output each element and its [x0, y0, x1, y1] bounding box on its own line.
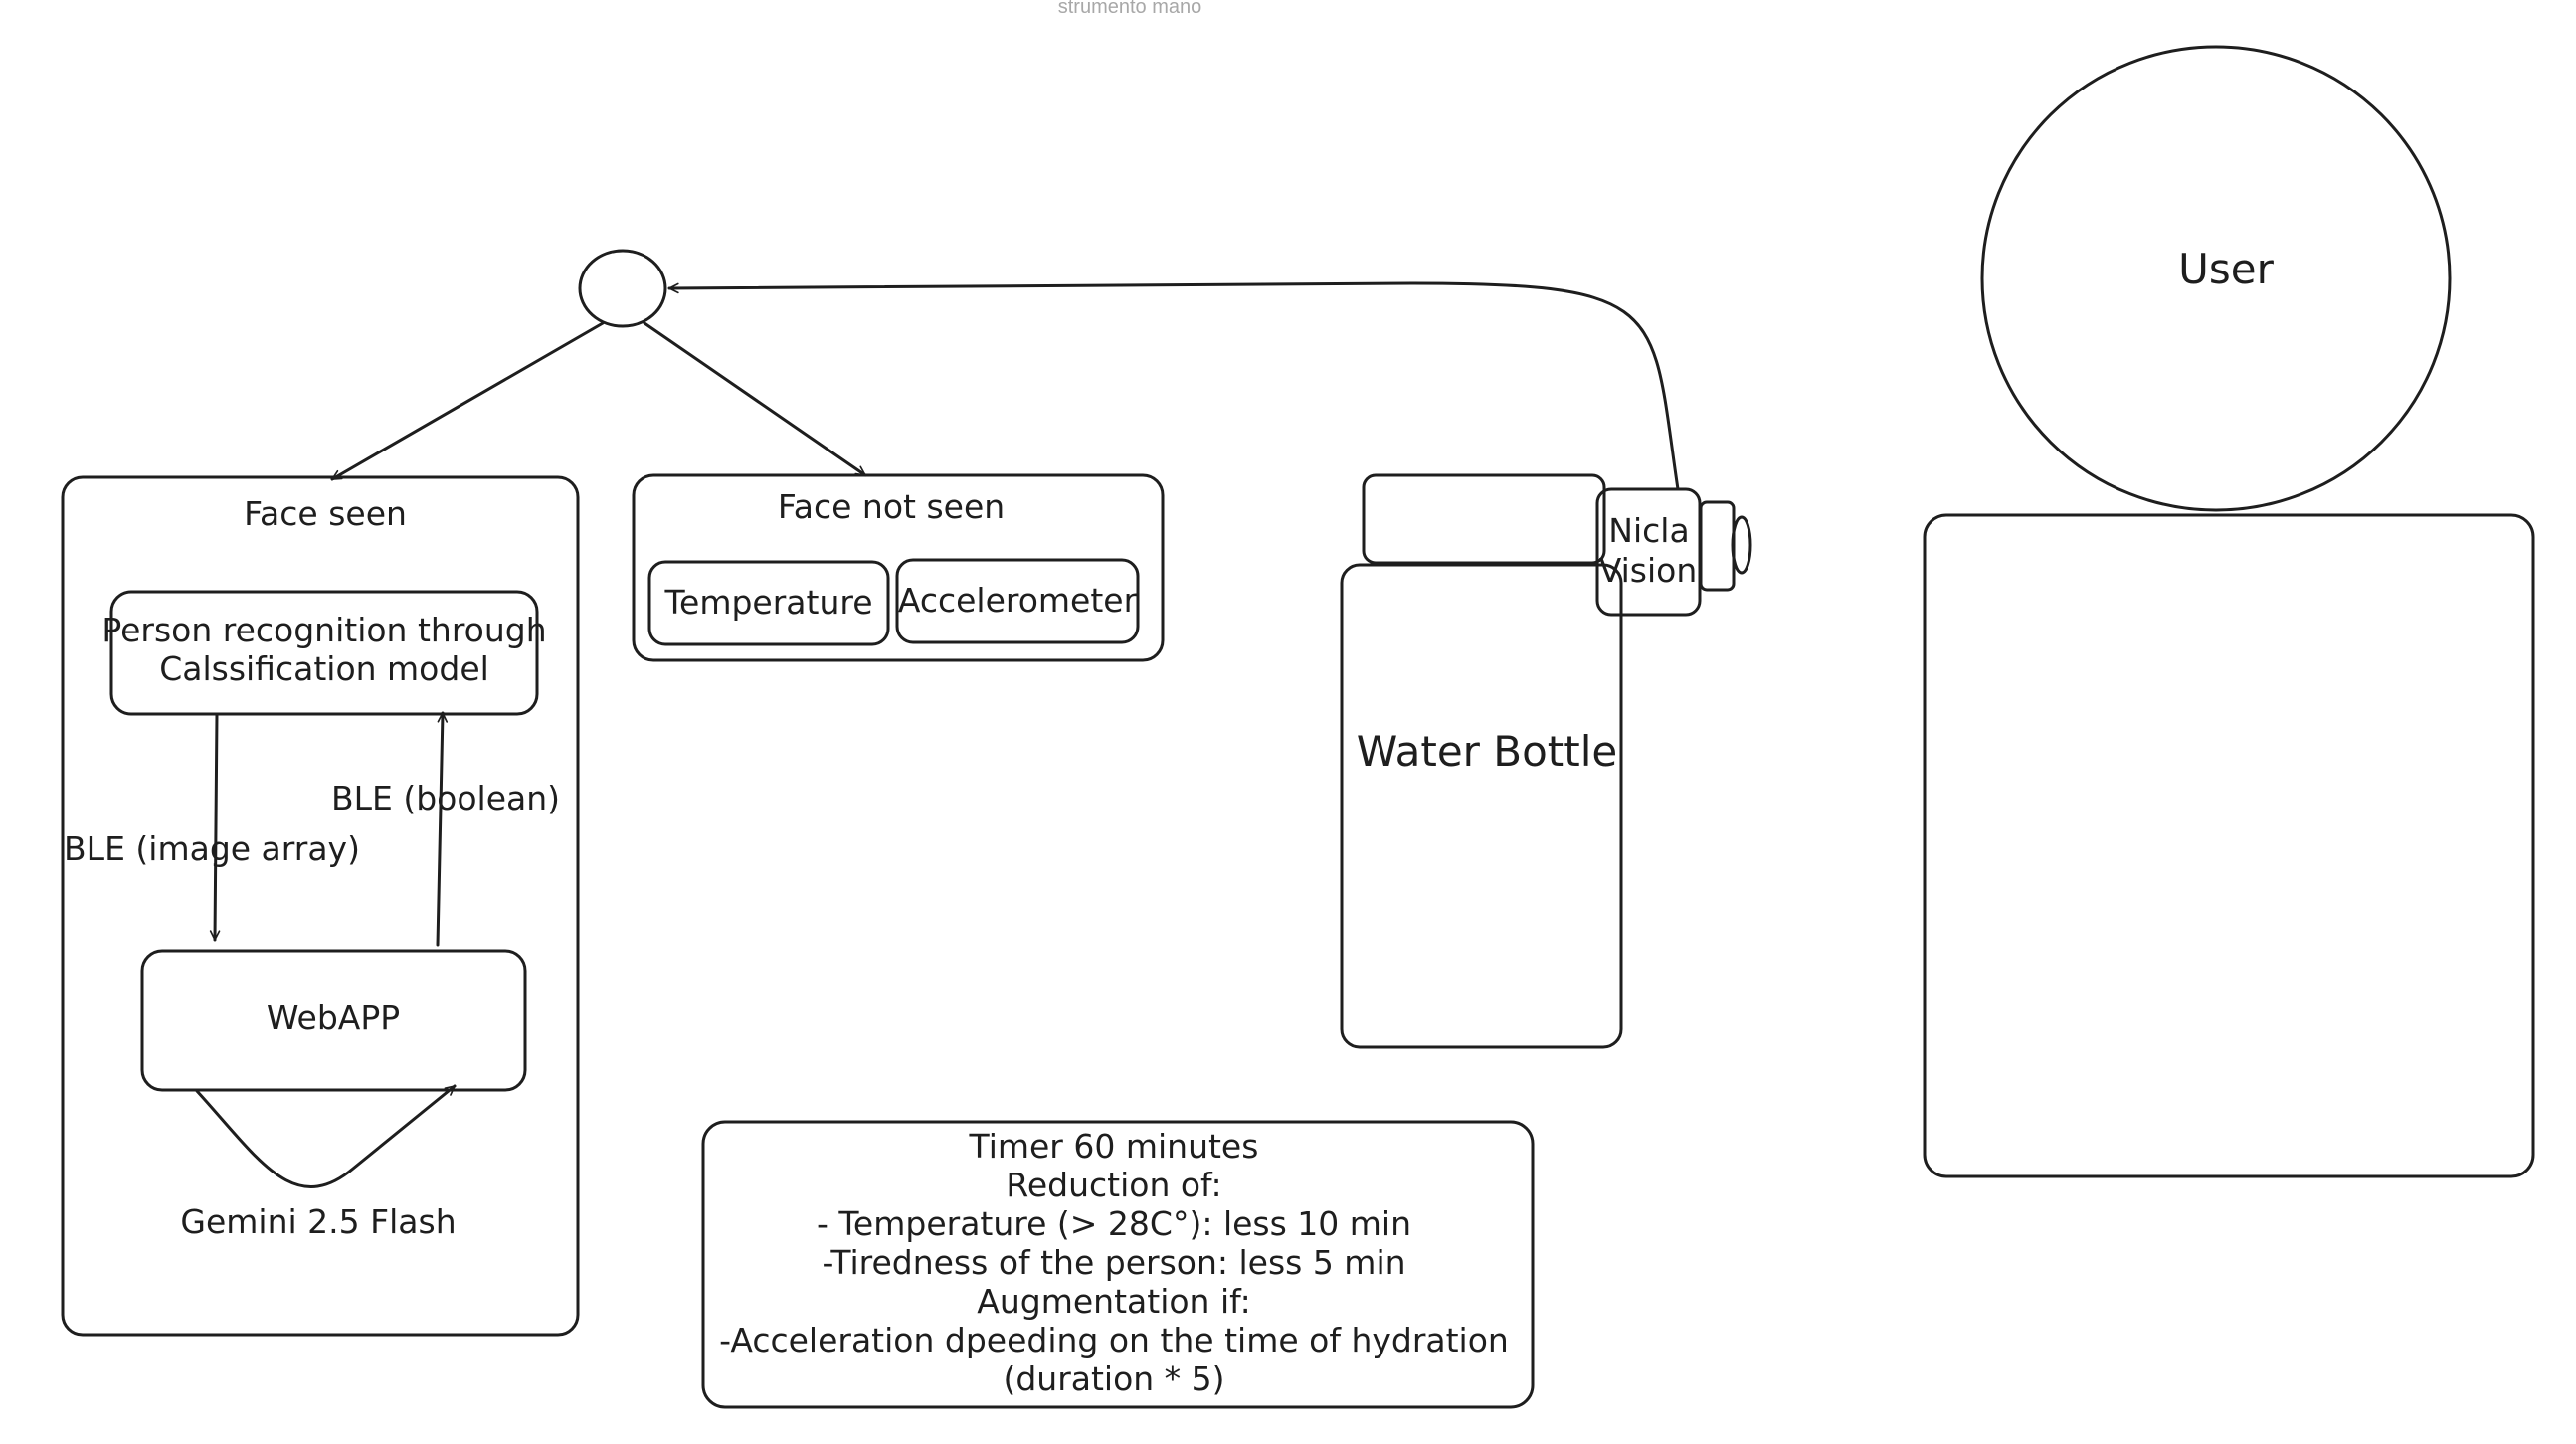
timer-line: Timer 60 minutes — [969, 1127, 1259, 1166]
temperature-box[interactable] — [647, 560, 890, 646]
recognition-box[interactable] — [109, 590, 539, 716]
webapp-box[interactable] — [140, 949, 527, 1092]
timer-note-box[interactable] — [701, 1120, 1535, 1409]
ble-boolean-label: BLE (boolean) — [330, 779, 561, 817]
timer-line: - Temperature (> 28C°): less 10 min — [816, 1204, 1411, 1243]
timer-line: Augmentation if: — [977, 1282, 1251, 1321]
arrow-to-face-not-seen[interactable] — [643, 321, 867, 477]
face-not-seen-box[interactable] — [632, 473, 1165, 662]
decision-node[interactable] — [578, 249, 667, 328]
arrow-ble-boolean[interactable] — [436, 711, 449, 947]
face-seen-title: Face seen — [244, 494, 407, 533]
timer-line: Reduction of: — [1006, 1166, 1222, 1204]
recognition-line-2: Calssification model — [159, 649, 489, 688]
recognition-line-1: Person recognition through — [101, 611, 547, 649]
timer-line: -Acceleration dpeeding on the time of hy… — [719, 1321, 1509, 1359]
accelerometer-label: Accelerometer — [897, 581, 1138, 620]
gemini-label: Gemini 2.5 Flash — [180, 1202, 457, 1241]
nicla-camera-lens[interactable] — [1731, 515, 1752, 575]
arrow-ble-image[interactable] — [209, 712, 221, 942]
tool-hint: strumento mano — [1057, 0, 1202, 18]
bottle-cap[interactable] — [1362, 473, 1606, 565]
timer-line: -Tiredness of the person: less 5 min — [822, 1243, 1406, 1282]
face-seen-box[interactable] — [61, 475, 580, 1337]
timer-line: (duration * 5) — [1003, 1359, 1225, 1398]
bottle-body[interactable] — [1340, 563, 1623, 1049]
nicla-camera-mount[interactable] — [1699, 500, 1736, 592]
water-bottle-label: Water Bottle — [1356, 727, 1618, 776]
user-body[interactable] — [1923, 513, 2535, 1178]
nicla-line-2: Vision — [1598, 551, 1698, 590]
ble-image-label: BLE (image array) — [64, 829, 360, 868]
temperature-label: Temperature — [664, 583, 873, 622]
arrow-gemini-loop[interactable] — [195, 1084, 457, 1188]
nicla-line-1: Nicla — [1608, 511, 1690, 550]
accelerometer-box[interactable] — [895, 558, 1140, 644]
user-label: User — [2178, 245, 2274, 293]
timer-note-text: Timer 60 minutes Reduction of: - Tempera… — [719, 1127, 1509, 1398]
webapp-label: WebAPP — [266, 998, 401, 1037]
arrow-nicla-to-node[interactable] — [667, 281, 1680, 491]
face-not-seen-title: Face not seen — [777, 487, 1006, 526]
user-head[interactable] — [1980, 45, 2452, 512]
arrow-to-face-seen[interactable] — [330, 321, 605, 481]
